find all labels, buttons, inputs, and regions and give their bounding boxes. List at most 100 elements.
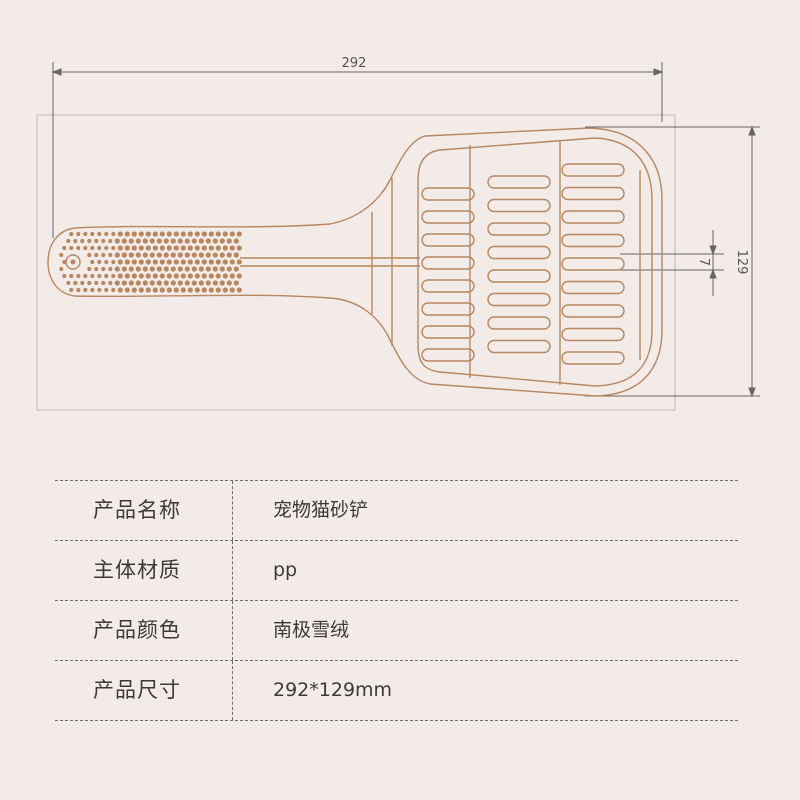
- grip-dot: [152, 245, 158, 251]
- grip-dot: [131, 245, 137, 251]
- spec-row-material: 主体材质 pp: [55, 541, 738, 601]
- grip-dot: [138, 231, 144, 237]
- grip-dot: [226, 238, 232, 244]
- grip-dot: [170, 266, 176, 272]
- grip-dot: [131, 259, 137, 265]
- grip-dot: [233, 266, 239, 272]
- handle-grip-texture: [59, 231, 242, 293]
- grip-dot: [198, 238, 204, 244]
- grip-dot: [191, 238, 197, 244]
- slot: [487, 292, 551, 307]
- grip-dot: [108, 266, 113, 272]
- slot: [487, 245, 551, 260]
- grip-dot: [187, 245, 193, 251]
- grip-dot: [128, 252, 134, 258]
- grip-dot: [124, 231, 130, 237]
- grip-dot: [69, 231, 74, 237]
- grip-dot: [114, 280, 120, 286]
- grip-dot: [212, 252, 218, 258]
- grip-dot: [124, 245, 130, 251]
- grip-dot: [76, 231, 81, 237]
- slot: [421, 210, 475, 224]
- hang-hole: [65, 254, 81, 270]
- slot: [561, 304, 625, 318]
- slot: [561, 233, 625, 248]
- grip-dot: [124, 287, 130, 293]
- grip-dot: [191, 252, 197, 258]
- grip-dot: [236, 245, 242, 251]
- grip-dot: [184, 266, 190, 272]
- grip-dot: [201, 245, 207, 251]
- grip-dot: [83, 245, 88, 251]
- grip-dot: [215, 273, 221, 279]
- slot: [421, 325, 475, 339]
- grip-dot: [194, 245, 200, 251]
- scoop-slots: [421, 163, 625, 365]
- scoop-technical-drawing: 292 129 7: [36, 56, 760, 411]
- grip-dot: [108, 238, 113, 244]
- grip-dot: [90, 273, 95, 279]
- height-dimension-label: 129: [734, 250, 749, 275]
- grip-dot: [173, 273, 179, 279]
- grip-dot: [233, 280, 239, 286]
- grip-dot: [222, 231, 228, 237]
- grip-dot: [212, 238, 218, 244]
- grip-dot: [135, 266, 141, 272]
- grip-dot: [170, 280, 176, 286]
- grip-dot: [111, 231, 116, 237]
- grip-dot: [111, 287, 116, 293]
- grip-dot: [152, 259, 158, 265]
- slot: [487, 316, 551, 330]
- grip-dot: [69, 245, 74, 251]
- grip-dot: [142, 252, 148, 258]
- grip-dot: [121, 238, 127, 244]
- slot: [421, 256, 475, 270]
- spec-table: 产品名称 宠物猫砂铲 主体材质 pp 产品颜色 南极雪绒 产品尺寸 292*12…: [55, 480, 738, 721]
- grip-dot: [101, 252, 106, 258]
- grip-dot: [149, 266, 155, 272]
- grip-dot: [159, 245, 165, 251]
- grip-dot: [111, 245, 116, 251]
- grip-dot: [187, 259, 193, 265]
- grip-dot: [97, 231, 102, 237]
- grip-dot: [124, 259, 130, 265]
- grip-dot: [138, 259, 144, 265]
- grip-dot: [135, 280, 141, 286]
- grip-dot: [215, 287, 221, 293]
- grip-dot: [198, 252, 204, 258]
- grip-dot: [205, 252, 211, 258]
- grip-dot: [212, 266, 218, 272]
- grip-dot: [191, 280, 197, 286]
- spec-value: 292*129mm: [273, 679, 393, 701]
- grip-dot: [219, 252, 225, 258]
- grip-dot: [201, 287, 207, 293]
- grip-dot: [94, 266, 99, 272]
- grip-dot: [138, 287, 144, 293]
- grip-dot: [145, 231, 151, 237]
- grip-dot: [117, 259, 123, 265]
- grip-dot: [184, 280, 190, 286]
- grip-dot: [104, 231, 109, 237]
- grip-dot: [236, 273, 242, 279]
- grip-dot: [142, 280, 148, 286]
- grip-dot: [170, 238, 176, 244]
- slot: [487, 269, 551, 283]
- grip-dot: [226, 266, 232, 272]
- grip-dot: [187, 287, 193, 293]
- grip-dot: [104, 273, 109, 279]
- grip-dot: [156, 238, 162, 244]
- grip-dot: [145, 245, 151, 251]
- grip-dot: [208, 245, 214, 251]
- grip-dot: [219, 238, 225, 244]
- grip-dot: [59, 266, 64, 272]
- grip-dot: [177, 252, 183, 258]
- grip-dot: [73, 280, 78, 286]
- grip-dot: [135, 252, 141, 258]
- grip-dot: [163, 238, 169, 244]
- slot: [561, 210, 625, 224]
- grip-dot: [205, 266, 211, 272]
- grip-dot: [208, 259, 214, 265]
- grip-dot: [114, 238, 120, 244]
- spec-value: 南极雪绒: [273, 619, 350, 641]
- grip-dot: [166, 231, 172, 237]
